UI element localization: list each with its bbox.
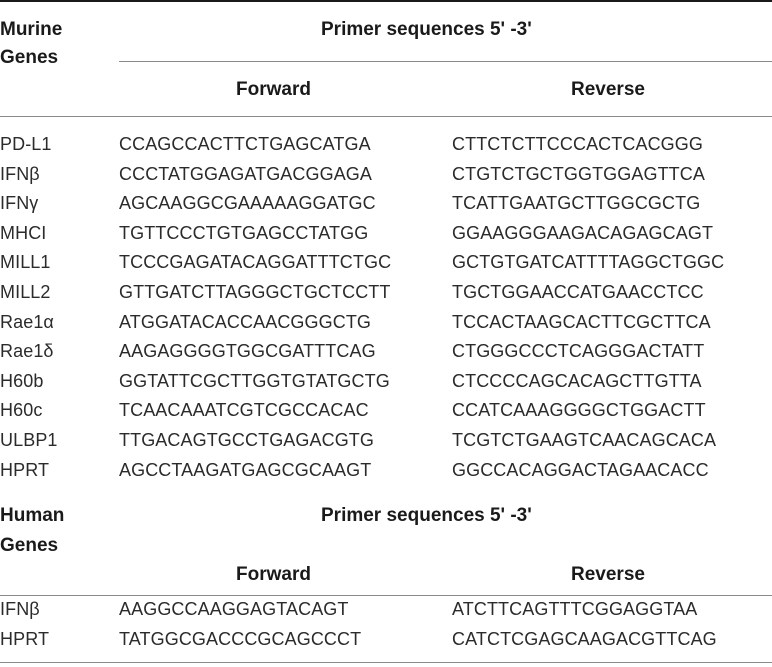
table-row: HPRT AGCCTAAGATGAGCGCAAGT GGCCACAGGACTAGAA… bbox=[0, 461, 772, 489]
forward-primer: CCCTATGGAGATGACGGAGA bbox=[119, 163, 373, 184]
forward-primer: GGTATTCGCTTGGTGTATGCTG bbox=[119, 370, 390, 391]
gene-name: MILL1 bbox=[0, 252, 51, 273]
gene-name: IFNβ bbox=[0, 599, 40, 619]
table-row: IFNβ AAGGCCAAGGAGTACAGT ATCTTCAGTTTCGGAGGT… bbox=[0, 600, 772, 628]
murine-primer-subrule bbox=[119, 61, 772, 62]
reverse-primer: GGCCACAGGACTAGAACACC bbox=[452, 459, 709, 480]
table-top-rule bbox=[0, 0, 772, 2]
table-row: MHCI TGTTCCCTGTGAGCCTATGG GGAAGGGAAGACAGAG… bbox=[0, 224, 772, 252]
reverse-primer: CCATCAAAGGGGCTGGACTT bbox=[452, 400, 706, 421]
reverse-primer: TGCTGGAACCATGAACCTCC bbox=[452, 282, 704, 302]
reverse-primer: ATCTTCAGTTTCGGAGGTAA bbox=[452, 599, 698, 619]
human-genes-header-line2: Genes bbox=[0, 535, 59, 556]
forward-primer: TATGGCGACCCGCAGCCCT bbox=[119, 629, 362, 649]
human-header-bottom-rule bbox=[0, 595, 772, 596]
table-row: H60b GGTATTCGCTTGGTGTATGCTG CTCCCCAGCACAGC… bbox=[0, 372, 772, 400]
gene-name: IFNβ bbox=[0, 163, 40, 184]
murine-primer-sequences-header: Primer sequences 5' -3' bbox=[321, 19, 532, 40]
human-primer-sequences-header: Primer sequences 5' -3' bbox=[321, 505, 532, 526]
murine-header-bottom-rule bbox=[0, 116, 772, 117]
gene-name: Rae1α bbox=[0, 311, 54, 332]
reverse-primer: CTTCTCTTCCCACTCACGGG bbox=[452, 134, 703, 154]
table-row: MILL2 GTTGATCTTAGGGCTGCTCCTT TGCTGGAACCATG… bbox=[0, 283, 772, 311]
human-genes-header-line1: Human bbox=[0, 505, 65, 526]
forward-primer: GTTGATCTTAGGGCTGCTCCTT bbox=[119, 282, 391, 302]
gene-name: IFNγ bbox=[0, 193, 39, 214]
forward-primer: AAGAGGGGTGGCGATTTCAG bbox=[119, 341, 376, 362]
reverse-primer: TCATTGAATGCTTGGCGCTG bbox=[452, 193, 701, 214]
murine-genes-header-line1: Murine bbox=[0, 19, 63, 40]
gene-name: MHCI bbox=[0, 222, 47, 243]
gene-name: H60c bbox=[0, 400, 43, 421]
gene-name: ULBP1 bbox=[0, 430, 58, 450]
table-row: PD-L1 CCAGCCACTTCTGAGCATGA CTTCTCTTCCCACTC… bbox=[0, 135, 772, 163]
forward-primer: ATGGATACACCAACGGGCTG bbox=[119, 311, 372, 332]
gene-name: PD-L1 bbox=[0, 134, 52, 154]
human-forward-header: Forward bbox=[236, 564, 311, 585]
reverse-primer: CTCCCCAGCACAGCTTGTTA bbox=[452, 370, 702, 391]
gene-name: MILL2 bbox=[0, 282, 51, 302]
gene-name: HPRT bbox=[0, 459, 50, 480]
reverse-primer: CATCTCGAGCAAGACGTTCAG bbox=[452, 629, 717, 649]
reverse-primer: CTGGGCCCTCAGGGACTATT bbox=[452, 341, 705, 362]
table-row: HPRT TATGGCGACCCGCAGCCCT CATCTCGAGCAAGACGT… bbox=[0, 630, 772, 658]
gene-name: HPRT bbox=[0, 629, 50, 649]
murine-reverse-header: Reverse bbox=[571, 79, 645, 100]
reverse-primer: TCCACTAAGCACTTCGCTTCA bbox=[452, 311, 711, 332]
table-row: IFNβ CCCTATGGAGATGACGGAGA CTGTCTGCTGGTGGAG… bbox=[0, 165, 772, 193]
murine-genes-header-line2: Genes bbox=[0, 47, 59, 68]
table-bottom-rule bbox=[0, 662, 772, 663]
reverse-primer: GCTGTGATCATTTTAGGCTGGC bbox=[452, 252, 725, 273]
forward-primer: TGTTCCCTGTGAGCCTATGG bbox=[119, 222, 369, 243]
reverse-primer: TCGTCTGAAGTCAACAGCACA bbox=[452, 430, 717, 450]
forward-primer: CCAGCCACTTCTGAGCATGA bbox=[119, 134, 371, 154]
forward-primer: AGCAAGGCGAAAAAGGATGC bbox=[119, 193, 376, 214]
table-row: H60c TCAACAAATCGTCGCCACAC CCATCAAAGGGGCTGG… bbox=[0, 401, 772, 429]
reverse-primer: GGAAGGGAAGACAGAGCAGT bbox=[452, 222, 714, 243]
table-row: Rae1δ AAGAGGGGTGGCGATTTCAG CTGGGCCCTCAGGGA… bbox=[0, 342, 772, 370]
forward-primer: AAGGCCAAGGAGTACAGT bbox=[119, 599, 349, 619]
table-row: MILL1 TCCCGAGATACAGGATTTCTGC GCTGTGATCATTT… bbox=[0, 253, 772, 281]
human-reverse-header: Reverse bbox=[571, 564, 645, 585]
gene-name: H60b bbox=[0, 370, 44, 391]
forward-primer: TCCCGAGATACAGGATTTCTGC bbox=[119, 252, 392, 273]
table-row: Rae1α ATGGATACACCAACGGGCTG TCCACTAAGCACTTC… bbox=[0, 313, 772, 341]
table-row: IFNγ AGCAAGGCGAAAAAGGATGC TCATTGAATGCTTGGC… bbox=[0, 194, 772, 222]
forward-primer: TCAACAAATCGTCGCCACAC bbox=[119, 400, 369, 421]
murine-forward-header: Forward bbox=[236, 79, 311, 100]
reverse-primer: CTGTCTGCTGGTGGAGTTCA bbox=[452, 163, 705, 184]
forward-primer: TTGACAGTGCCTGAGACGTG bbox=[119, 430, 375, 450]
table-row: ULBP1 TTGACAGTGCCTGAGACGTG TCGTCTGAAGTCAAC… bbox=[0, 431, 772, 459]
gene-name: Rae1δ bbox=[0, 341, 54, 362]
forward-primer: AGCCTAAGATGAGCGCAAGT bbox=[119, 459, 372, 480]
